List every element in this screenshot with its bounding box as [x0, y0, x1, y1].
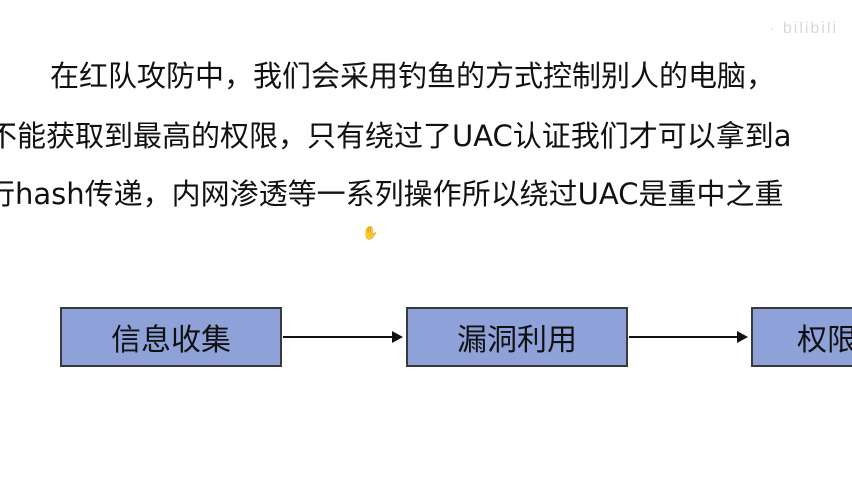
- hand-cursor-icon: ✋: [362, 226, 379, 241]
- flow-step-privilege: 权限: [751, 307, 852, 367]
- flow-step-info-gathering: 信息收集: [60, 307, 282, 367]
- arrow-right-icon: [629, 331, 748, 343]
- bilibili-watermark: · bilibili: [769, 20, 838, 37]
- paragraph-line-3: 行hash传递，内网渗透等一系列操作所以绕过UAC是重中之重: [0, 177, 784, 211]
- paragraph-line-1: 在红队攻防中，我们会采用钓鱼的方式控制别人的电脑，: [50, 59, 776, 93]
- arrow-right-icon: [283, 331, 403, 343]
- flow-step-label: 信息收集: [111, 323, 231, 358]
- flow-step-label: 漏洞利用: [457, 323, 577, 358]
- flow-step-exploitation: 漏洞利用: [406, 307, 628, 367]
- flow-step-label: 权限: [797, 323, 852, 358]
- paragraph-line-2: 不能获取到最高的权限，只有绕过了UAC认证我们才可以拿到a: [0, 119, 792, 153]
